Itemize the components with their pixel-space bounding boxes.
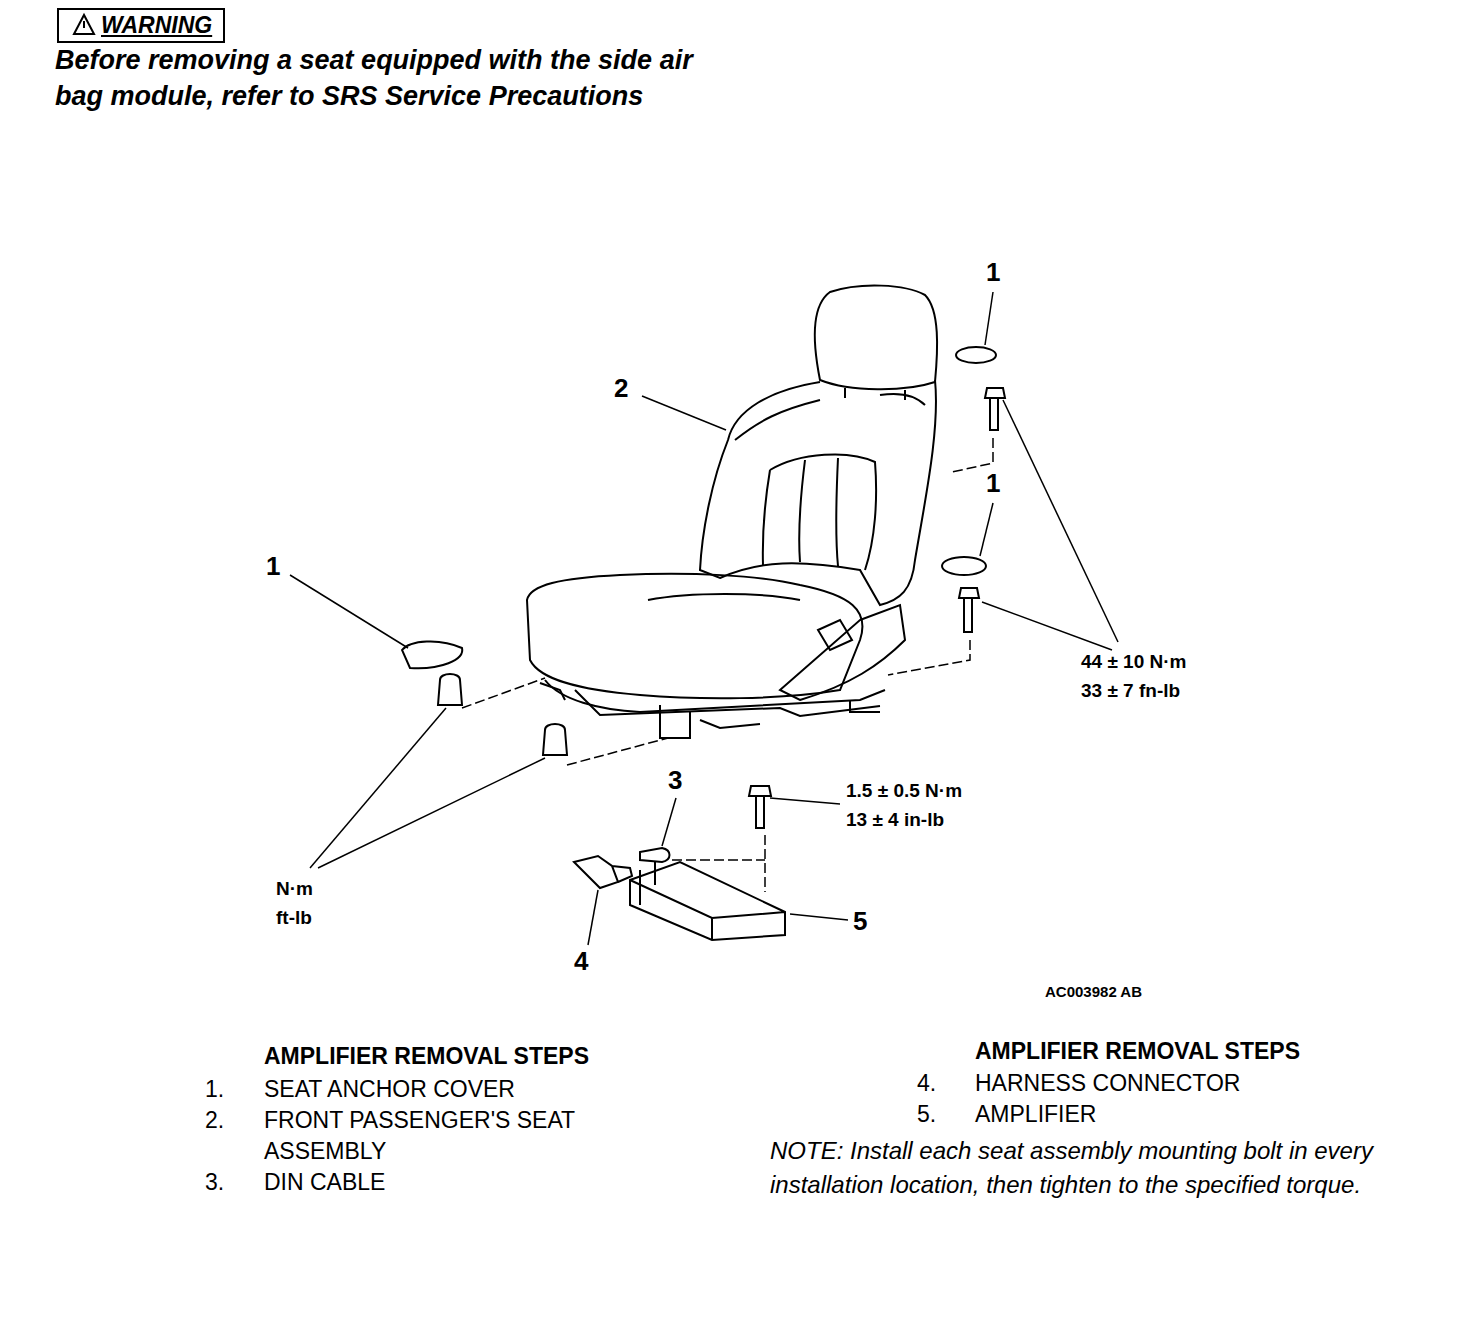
torque-spec: 33 ± 7 fn-lb: [1081, 680, 1180, 703]
torque-spec: 44 ± 10 N·m: [1081, 651, 1186, 674]
backrest-seam: [735, 394, 925, 440]
step-number: 3.: [205, 1167, 224, 1198]
callout-number: 5: [853, 906, 867, 937]
warning-box: WARNING: [57, 8, 225, 43]
warning-icon: [83, 21, 85, 28]
torque-spec: 13 ± 4 in-lb: [846, 809, 944, 832]
torque-unit: N·m: [276, 878, 313, 901]
backrest: [700, 380, 936, 605]
din-cable: [640, 848, 670, 862]
callout-number: 1: [266, 551, 280, 582]
seat-frame: [545, 680, 885, 712]
leader-lines: [290, 292, 1118, 945]
step-text: FRONT PASSENGER'S SEAT ASSEMBLY: [264, 1105, 644, 1167]
side-shield: [780, 605, 905, 700]
seat-rail: [540, 683, 760, 728]
step-number: 2.: [205, 1105, 224, 1136]
seat-leg: [660, 700, 880, 738]
warning-text: Before removing a seat equipped with the…: [55, 42, 715, 114]
seat-nut: [438, 674, 462, 705]
cushion-seam: [648, 594, 800, 600]
harness-connector: [574, 856, 632, 888]
note-text: NOTE: Install each seat assembly mountin…: [770, 1134, 1435, 1202]
backrest-panel: [763, 454, 876, 570]
seat-anchor-cover: [942, 557, 986, 575]
seat-cushion: [527, 574, 863, 698]
seat-bolt: [985, 388, 1005, 430]
step-number: 1.: [205, 1074, 224, 1105]
warning-icon: [74, 15, 94, 34]
headrest: [815, 286, 937, 390]
callout-number: 1: [986, 257, 1000, 288]
callout-number: 2: [614, 373, 628, 404]
backrest-seam: [799, 458, 838, 566]
torque-unit: ft-lb: [276, 907, 312, 930]
step-text: AMPLIFIER: [975, 1099, 1096, 1130]
step-text: DIN CABLE: [264, 1167, 385, 1198]
seat-buckle: [818, 620, 852, 650]
step-number: 5.: [917, 1099, 936, 1130]
step-text: SEAT ANCHOR COVER: [264, 1074, 515, 1105]
warning-heading: WARNING: [101, 12, 212, 39]
step-text: HARNESS CONNECTOR: [975, 1068, 1240, 1099]
callout-number: 3: [668, 765, 682, 796]
figure-code: AC003982 AB: [1045, 983, 1142, 1001]
steps-heading: AMPLIFIER REMOVAL STEPS: [975, 1038, 1300, 1066]
seat-nut: [543, 724, 567, 755]
amplifier: [630, 862, 785, 940]
alignment-lines: [462, 438, 993, 892]
callout-number: 4: [574, 946, 588, 977]
amplifier-bracket: [640, 862, 655, 905]
steps-heading: AMPLIFIER REMOVAL STEPS: [264, 1043, 589, 1071]
seat-anchor-cover: [402, 641, 462, 668]
step-number: 4.: [917, 1068, 936, 1099]
seat-rail: [575, 690, 880, 716]
amplifier-bolt: [749, 786, 771, 828]
callout-number: 1: [986, 468, 1000, 499]
torque-spec: 1.5 ± 0.5 N·m: [846, 780, 962, 803]
seat-bolt: [959, 588, 979, 632]
seat-anchor-cover: [956, 347, 996, 363]
